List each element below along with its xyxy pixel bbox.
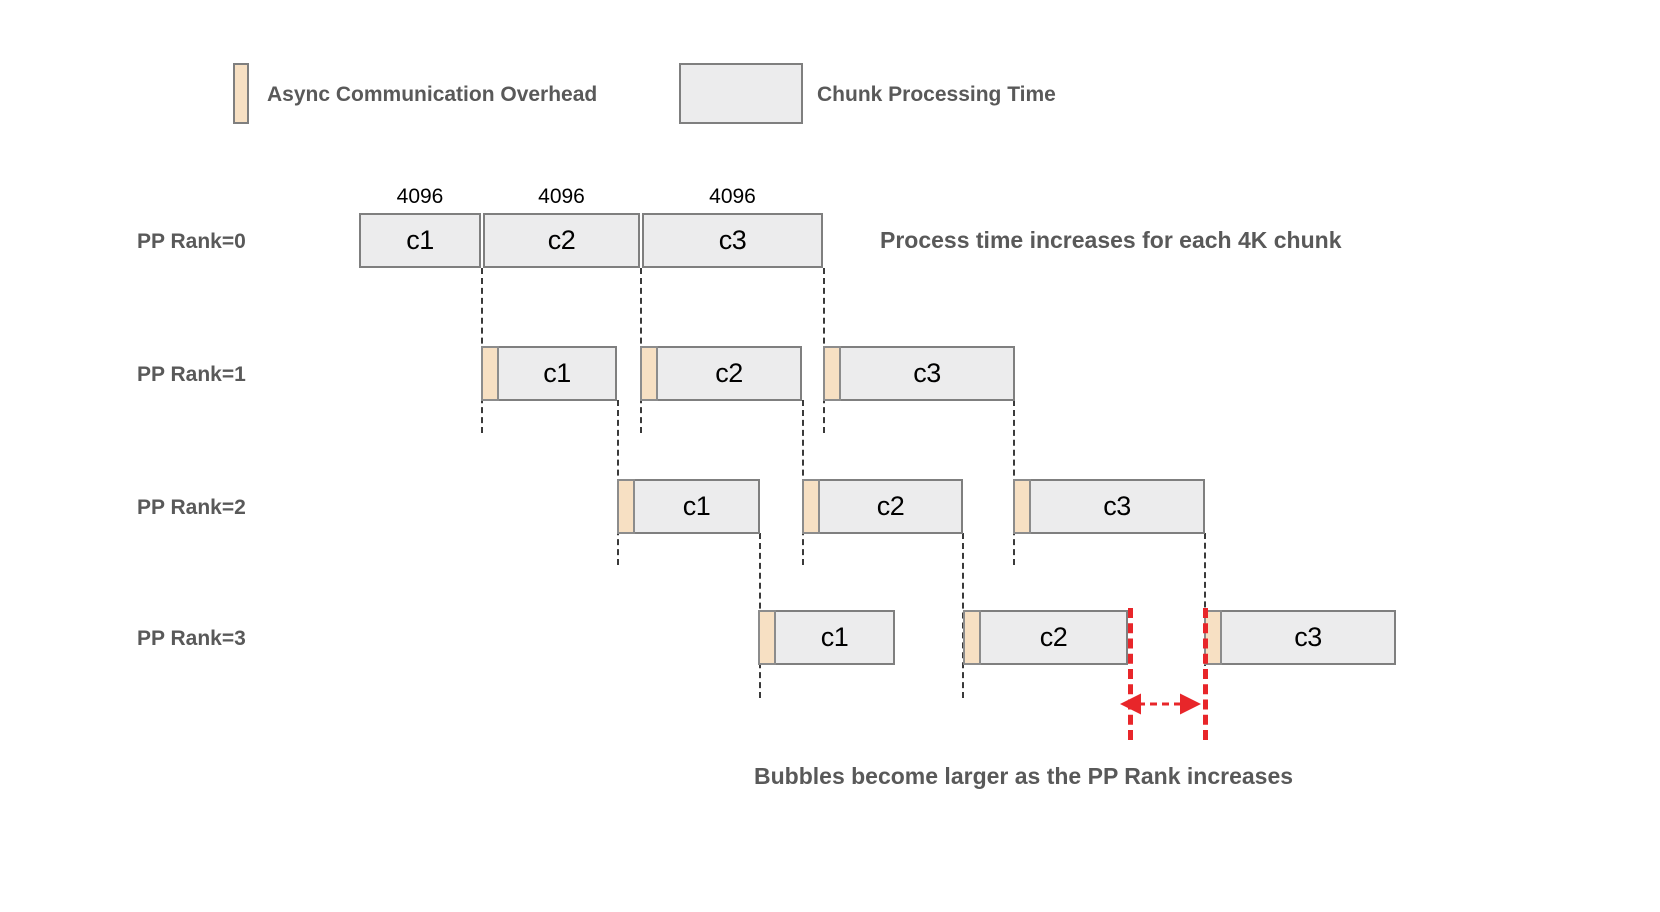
legend-label-async-communication-overhead: Async Communication Overhead (267, 83, 598, 106)
legend-swatch-chunk-processing-time (679, 63, 803, 124)
comm-overhead-bar-r1-c2[interactable] (640, 346, 658, 401)
chunk-bar-r0-c3[interactable]: c3 (642, 213, 823, 268)
comm-overhead-bar-r2-c3[interactable] (1013, 479, 1031, 534)
bubble-measure-arrow (1120, 692, 1216, 716)
row-label-pp-rank-1: PP Rank=1 (137, 363, 246, 386)
chunk-bar-r1-c1[interactable]: c1 (481, 346, 617, 401)
chunk-bar-label: c2 (876, 491, 905, 521)
guide-line-r2c3-end (1204, 533, 1206, 666)
row-label-pp-rank-2: PP Rank=2 (137, 496, 246, 519)
chunk-bar-label: c1 (543, 358, 571, 388)
size-label-c3: 4096 (709, 185, 756, 208)
chunk-bar-label: c3 (718, 225, 747, 255)
chunk-bar-label: c3 (913, 358, 941, 388)
chunk-bar-r1-c3[interactable]: c3 (823, 346, 1015, 401)
chunk-bar-r3-c1[interactable]: c1 (758, 610, 895, 665)
chunk-bar-label: c3 (1103, 491, 1131, 521)
chunk-bar-label: c2 (715, 358, 743, 388)
annotation-bubbles: Bubbles become larger as the PP Rank inc… (754, 763, 1294, 789)
chunk-bar-r2-c1[interactable]: c1 (617, 479, 760, 534)
chunk-bar-r0-c2[interactable]: c2 (483, 213, 640, 268)
row-label-pp-rank-0: PP Rank=0 (137, 230, 246, 253)
size-label-c1: 4096 (396, 185, 444, 208)
comm-overhead-bar-r3-c2[interactable] (963, 610, 981, 665)
legend-label-chunk-processing-time: Chunk Processing Time (817, 83, 1056, 106)
chunk-bar-r2-c2[interactable]: c2 (802, 479, 963, 534)
annotation-process-time: Process time increases for each 4K chunk (880, 227, 1342, 253)
bubble-marker-line-right (1203, 608, 1208, 740)
comm-overhead-bar-r3-c1[interactable] (758, 610, 776, 665)
chunk-bar-label: c2 (547, 225, 576, 255)
size-label-c2: 4096 (538, 185, 585, 208)
chunk-bar-label: c3 (1294, 622, 1322, 652)
chunk-bar-label: c2 (1039, 622, 1068, 652)
comm-overhead-bar-r1-c1[interactable] (481, 346, 499, 401)
comm-overhead-bar-r2-c1[interactable] (617, 479, 635, 534)
comm-overhead-bar-r2-c2[interactable] (802, 479, 820, 534)
chunk-bar-r0-c1[interactable]: c1 (359, 213, 481, 268)
chunk-bar-label: c1 (406, 225, 434, 255)
row-label-pp-rank-3: PP Rank=3 (137, 627, 246, 650)
legend-swatch-async-communication-overhead (233, 63, 249, 124)
chunk-bar-r2-c3[interactable]: c3 (1013, 479, 1205, 534)
chunk-bar-r3-c3[interactable]: c3 (1204, 610, 1396, 665)
comm-overhead-bar-r1-c3[interactable] (823, 346, 841, 401)
chunk-bar-r1-c2[interactable]: c2 (640, 346, 802, 401)
chunk-bar-label: c1 (820, 622, 849, 652)
bubble-marker-line-left (1128, 608, 1133, 740)
chunk-bar-label: c1 (682, 491, 711, 521)
chunk-bar-r3-c2[interactable]: c2 (963, 610, 1128, 665)
